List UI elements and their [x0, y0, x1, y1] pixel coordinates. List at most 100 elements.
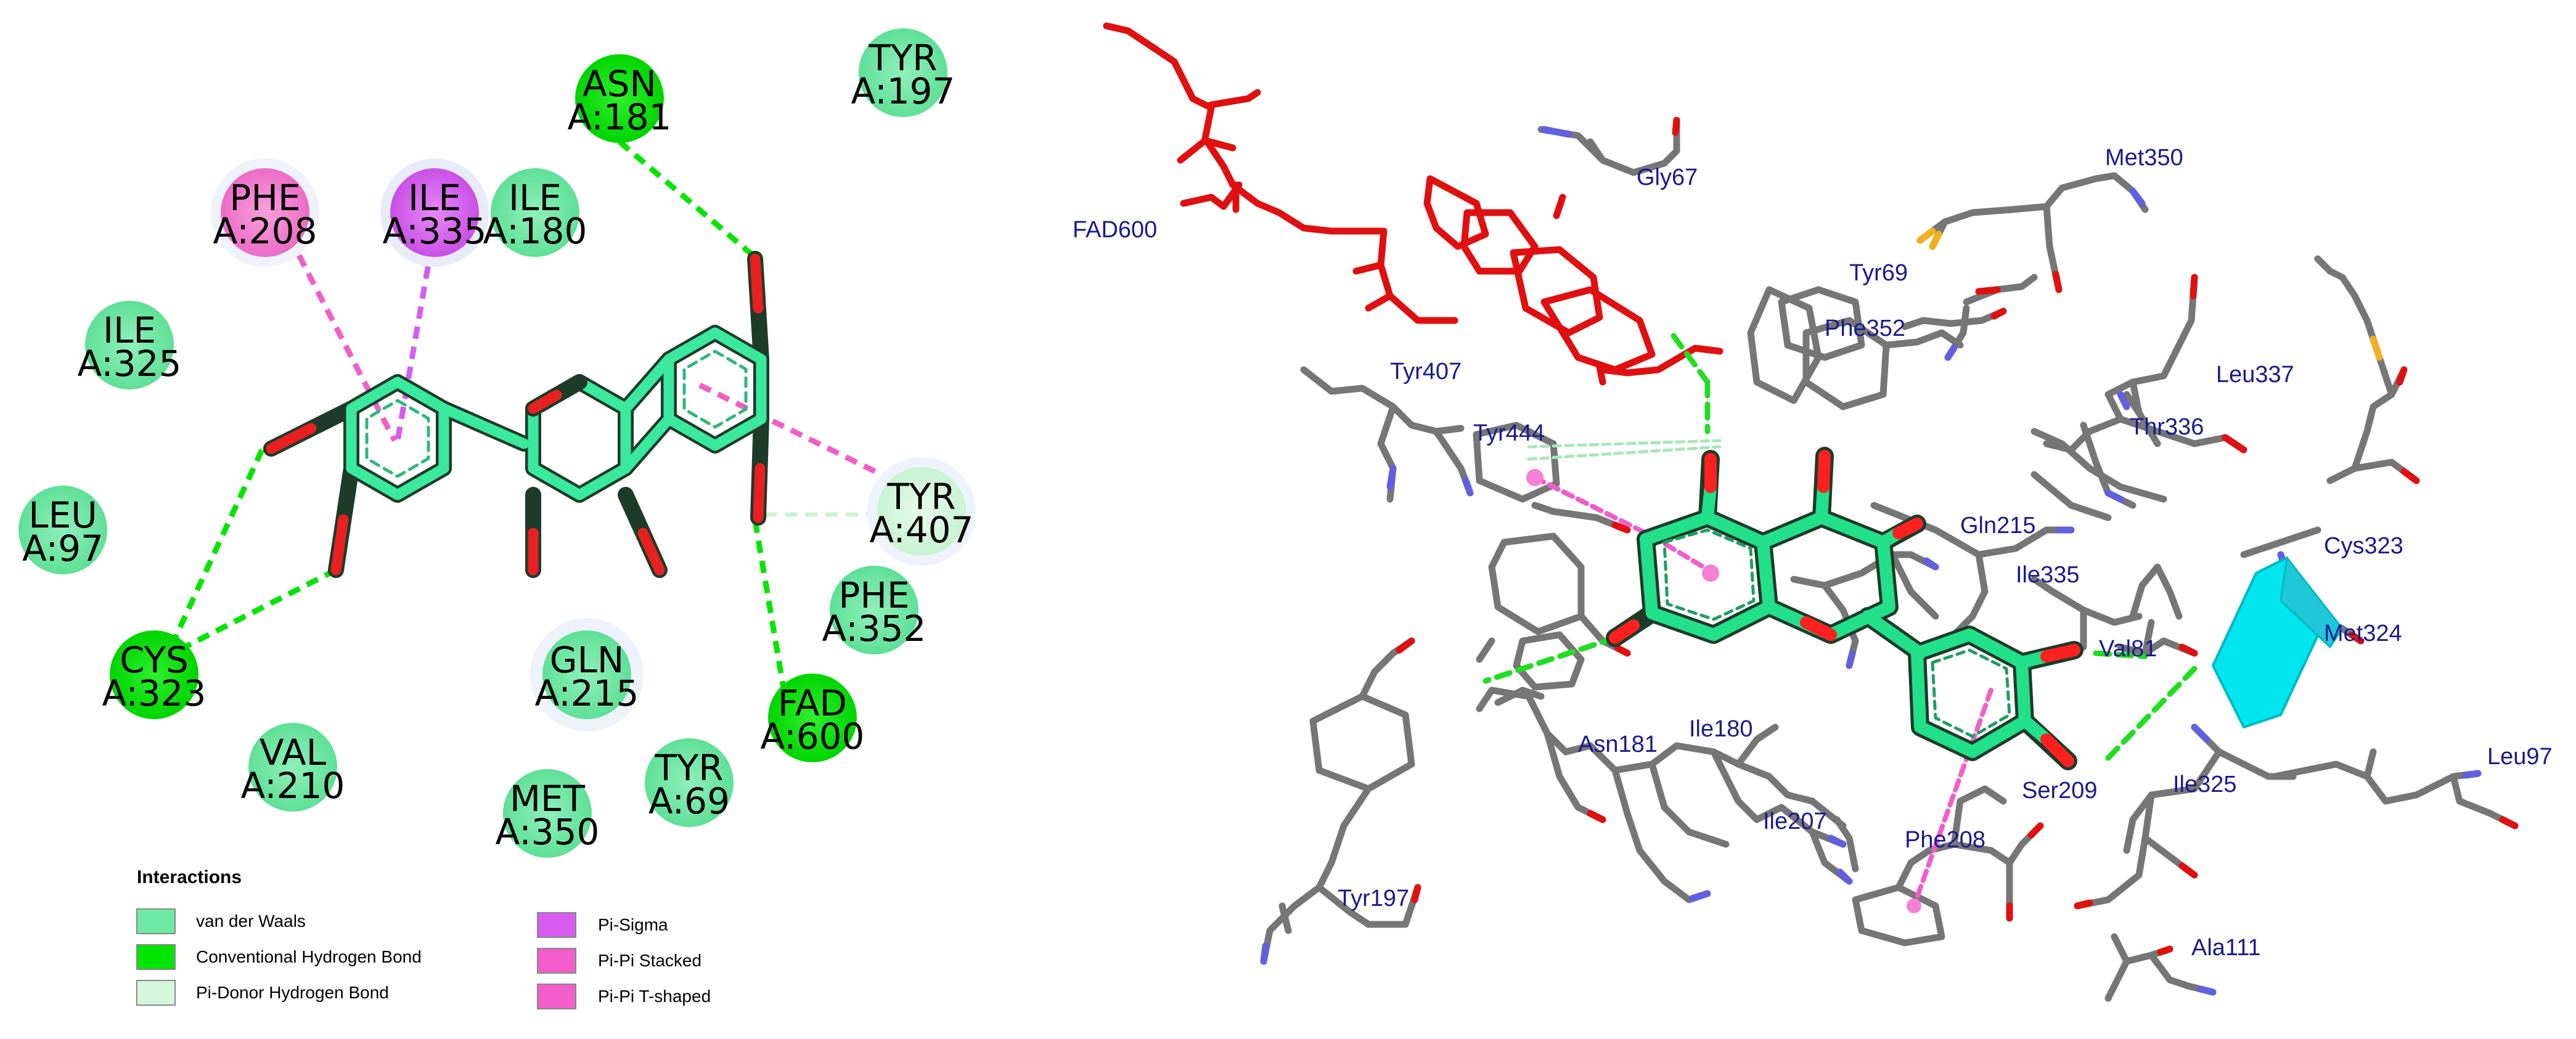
protein-residues — [1260, 116, 2519, 1002]
label-fad600: FAD600 — [1073, 217, 1157, 243]
legend-item-pipi-tshaped: Pi-Pi T-shaped — [537, 984, 711, 1009]
legend-title: Interactions — [137, 867, 242, 887]
legend: Interactions van der Waals Conventional … — [136, 867, 711, 1009]
label-met350: Met350 — [2105, 145, 2183, 171]
label-met324: Met324 — [2324, 621, 2402, 646]
residue-name: GLN — [550, 639, 624, 681]
fad-cofactor — [1103, 22, 1723, 386]
label-tyr407: Tyr407 — [1390, 359, 1462, 385]
residue-position: A:350 — [496, 811, 600, 853]
ligand-3d — [1606, 447, 2083, 770]
legend-label: van der Waals — [196, 911, 306, 931]
residue-name: TYR — [868, 37, 937, 79]
legend-item-hbond: Conventional Hydrogen Bond — [136, 944, 422, 970]
legend-label: Pi-Pi Stacked — [598, 951, 701, 970]
residue-position: A:325 — [78, 343, 182, 385]
label-gln215: Gln215 — [1960, 513, 2036, 539]
residue-name: PHE — [229, 177, 300, 219]
residue-discs: ASNA:181TYRA:197PHEA:208ILEA:335ILEA:180… — [18, 28, 976, 858]
label-ile335: Ile335 — [2016, 562, 2080, 588]
pipi-phe208 — [287, 235, 398, 442]
legend-item-pisigma: Pi-Sigma — [537, 912, 668, 938]
interaction-diagram-2d: ASNA:181TYRA:197PHEA:208ILEA:335ILEA:180… — [18, 28, 976, 1009]
label-ala111: Ala111 — [2191, 935, 2261, 961]
residue-name: ILE — [509, 177, 562, 219]
residue-name: ILE — [408, 177, 461, 219]
residue-name: TYR — [886, 476, 955, 518]
legend-item-pidonor: Pi-Donor Hydrogen Bond — [136, 980, 389, 1006]
hbond-cys323-1 — [166, 449, 265, 651]
hbond-lines-3d — [1482, 333, 2198, 761]
residue-position: A:407 — [870, 509, 974, 551]
legend-label: Pi-Pi T-shaped — [598, 987, 711, 1006]
hbond-asn181 — [618, 139, 759, 261]
atom-tips — [1260, 116, 2519, 996]
residue-position: A:352 — [822, 608, 926, 650]
hbond-cys323-2 — [171, 567, 338, 656]
residue-position: A:335 — [383, 210, 487, 252]
residue-name: TYR — [654, 747, 723, 789]
pidonor-line-3d — [1527, 439, 1722, 461]
residue-position: A:215 — [535, 672, 639, 714]
legend-label: Conventional Hydrogen Bond — [196, 947, 422, 966]
residue-name: VAL — [260, 731, 326, 773]
residue-name: MET — [510, 778, 586, 820]
residue-position: A:323 — [102, 672, 206, 714]
residue-name: FAD — [778, 682, 847, 724]
label-phe352: Phe352 — [1825, 316, 1905, 341]
helix-ribbon — [2212, 556, 2344, 728]
label-ile207: Ile207 — [1763, 809, 1827, 834]
pipi-tyr407 — [698, 382, 889, 481]
label-ile325: Ile325 — [2173, 772, 2237, 797]
residue-name: ASN — [583, 63, 656, 105]
ligand-2d — [263, 251, 769, 578]
label-ser209: Ser209 — [2022, 778, 2098, 804]
hbond-fad600 — [752, 520, 789, 703]
residue-position: A:208 — [213, 210, 317, 252]
label-asn181: Asn181 — [1578, 731, 1658, 757]
label-tyr444: Tyr444 — [1473, 420, 1545, 446]
residue-name: CYS — [120, 639, 189, 681]
label-val81: Val81 — [2099, 636, 2157, 662]
label-phe208: Phe208 — [1905, 827, 1985, 853]
pisigma-ile335 — [395, 246, 435, 441]
residue-name: ILE — [103, 309, 156, 351]
label-leu337: Leu337 — [2216, 362, 2294, 388]
residue-name: LEU — [28, 494, 97, 536]
interaction-lines — [166, 139, 889, 703]
residue-position: A:210 — [241, 765, 345, 807]
label-gly67: Gly67 — [1637, 165, 1698, 190]
label-thr336: Thr336 — [2130, 414, 2204, 440]
residue-position: A:69 — [648, 780, 730, 822]
residue-position: A:97 — [22, 528, 104, 569]
label-cys323: Cys323 — [2324, 533, 2403, 559]
residue-name: PHE — [838, 574, 909, 616]
legend-label: Pi-Donor Hydrogen Bond — [196, 983, 389, 1002]
label-ile180: Ile180 — [1689, 716, 1753, 742]
pi-centroids — [1526, 469, 1921, 913]
legend-item-vdw: van der Waals — [136, 908, 306, 934]
legend-label: Pi-Sigma — [598, 915, 668, 934]
label-leu97: Leu97 — [2487, 744, 2553, 770]
legend-item-pipi-stacked: Pi-Pi Stacked — [537, 948, 701, 974]
residue-position: A:600 — [761, 715, 865, 757]
label-tyr69: Tyr69 — [1849, 260, 1908, 286]
